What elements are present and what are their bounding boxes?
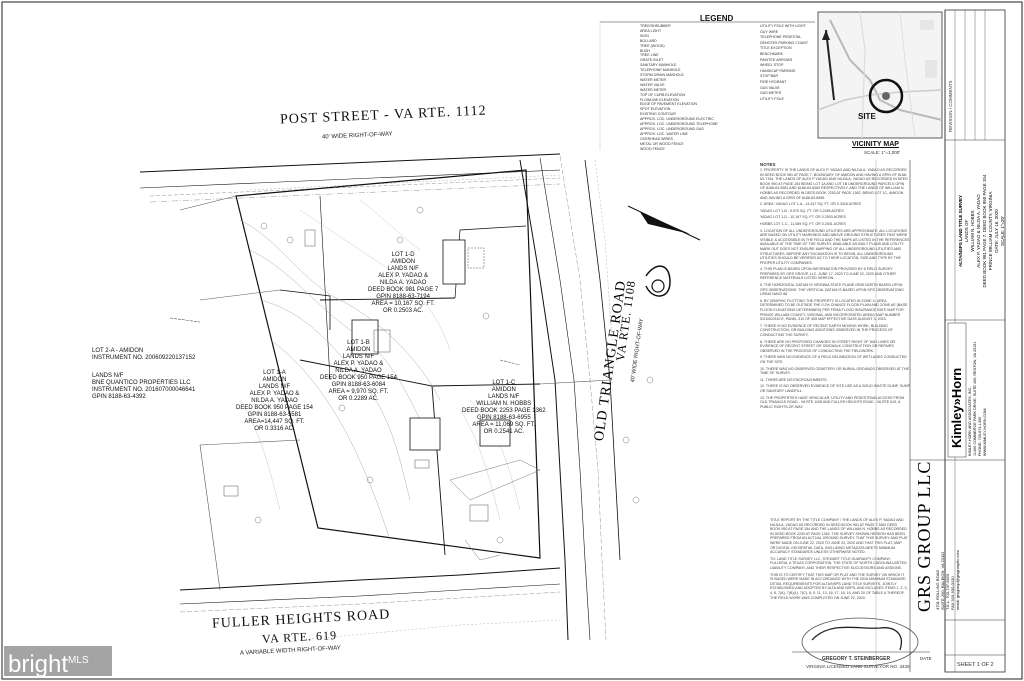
certification-paragraph: TITLE REPORT BY THE TITLE COMPANY / THE … [770,518,908,555]
note-item: 9. THERE WAS NO EVIDENCE OF A FIELD DELI… [760,355,907,364]
note-item: YADAO LOT 1-B - 9,970 SQ. FT. OR 0.2289 … [760,208,844,213]
legend-item: OVERHEAD WIRES [640,136,673,141]
note-item: 8. THERE ARE NO PROPOSED CHANGES IN STRE… [760,339,896,353]
legend-item: TITLE EXCEPTION [760,46,792,51]
legend-item: APPROX. LOC. UNDERGROUND GAS [640,126,704,131]
kimley-address-line: WWW.KIMLEY-HORN.COM [983,408,987,456]
legend-item: WHEEL STOP [760,63,784,68]
legend-item: TREE/SHRUBBER [640,24,671,28]
bright-mls-watermark: brightMLS [4,646,112,678]
surveyor-license: VIRGINIA LICENSED LAND SURVEYOR NO. 3430 [806,664,910,669]
sheet-number: SHEET 1 OF 2 [957,662,994,668]
watermark-brand: bright [8,651,69,678]
legend-item: STOP BAR [760,74,779,79]
kimley-horn-logo: Kimley»Horn [949,367,964,448]
watermark-suffix: MLS [68,655,89,666]
note-item: HOBBS LOT 1-C - 11,069 SQ. FT. OR 0.2541… [760,221,846,226]
legend-item: METAL OR WOOD FENCE [640,141,684,146]
note-item: 11. THERE ARE NO ENCROACHMENTS. [760,377,828,382]
legend-item: APPROX. LOC. WATER LINE [640,131,688,136]
note-item: 5. THE HORIZONTAL DATUM IS VIRGINIA STAT… [760,283,904,297]
legend-item: SANITARY MANHOLE [640,63,677,68]
legend-item: TOP OF CURB ELEVATION [640,92,686,97]
note-item: YADAO LOT 1-D - 10,167 SQ. FT. OR 0.2503… [760,215,846,220]
note-item: 1. PROPERTY IS THE LANDS OF ALEX P. YADA… [760,168,908,200]
legend-item: TREE (WOOD) [640,43,665,48]
legend-item: GUY WIRE [760,29,779,34]
certification-paragraph: TO: LAND TITLE SURVEY LLC, STEWART TITLE… [770,556,907,570]
legend-item: TELEPHONE MANHOLE [640,68,681,73]
legend-item: GAS METER [760,91,782,96]
legend-item: STORM DRAIN MANHOLE [640,73,684,77]
legend-item: WOOD FENCE [640,146,665,151]
legend-item: WATER METER [640,77,667,82]
legend-item: EXISTING CONTOUR [640,112,676,117]
legend-item: APPROX. LOC. UNDERGROUND ELECTRIC [640,117,714,122]
legend-item: AREA LIGHT [640,28,662,33]
legend-item: UTILITY POLE [760,96,784,101]
vicinity-site-label: SITE [858,112,876,121]
legend-item: BOLLARD [640,38,657,43]
note-item: 2. AREA: YADAO LOT 1-A - 14,447 SQ. FT. … [760,202,862,207]
legend-item: GRATE INLET [640,58,664,63]
note-item: 3. LOCATION OF ALL UNDERGROUND UTILITIES… [760,228,910,265]
legend-item: TELEPHONE PEDESTAL [760,35,802,40]
notes-heading: NOTES [760,162,776,167]
kimley-address: KIMLEY-HORN AND ASSOCIATES, INC.11400 CO… [968,341,988,456]
vicinity-map-scale: SCALE: 1"=1,000' [864,150,901,155]
title-block: ALTA/NSPS LAND TITLE SURVEY LANDS OF WIL… [958,146,1006,316]
legend-item: PAINTED ARROWS [760,57,793,62]
legend-item: TREE LINE [640,53,659,58]
certification-block: TITLE REPORT BY THE TITLE COMPANY / THE … [770,518,908,612]
certification-paragraph: THIS IS TO CERTIFY THAT THIS MAP OR PLAT… [770,572,908,600]
note-item: 12. THERE IS NO OBSERVED EVIDENCE OF SIT… [760,384,910,393]
seal-date-label: DATE [920,656,932,661]
revisions-heading: REVISION / COMMENTS [948,80,953,132]
note-item: 10. THERE WAS NO OBSERVED CEMETERY OR BU… [760,366,909,376]
legend-item: BUSH [640,48,650,53]
legend-item: SPOT ELEVATION [640,107,671,112]
legend-item: DENOTES PARKING COUNT [760,40,809,45]
legend-item: EDGE OF PAVEMENT ELEVATION [640,102,697,107]
firm-address-line: email: grsgroup@grsgroupllc.com [955,550,960,610]
note-item: 6. BY GRAPHIC PLOTTING THE PROPERTY IS L… [760,298,908,322]
legend-item: WATER METER [640,87,667,92]
legend-item: GAS VALVE [760,85,780,90]
vicinity-map-title: VICINITY MAP [852,141,899,148]
legend-item: FLOWLINE ELEVATION [640,97,680,102]
firm-name: GRS GROUP LLC [914,460,934,612]
surveyor-name: GREGORY T. STEINBERGER [822,656,891,662]
legend-item: HANDICAP PARKING [760,68,796,73]
notes-list: 1. PROPERTY IS THE LANDS OF ALEX P. YADA… [760,168,910,508]
legend-title: LEGEND [700,14,734,23]
legend-item: FIRE HYDRANT [760,80,787,84]
legend-item: UTILITY POLE WITH LIGHT [760,24,806,28]
note-item: 4. THIS PLAN IS BASED UPON INFORMATION P… [760,267,896,281]
survey-scale: SCALE: 1"=20' [1000,216,1005,246]
note-item: 7. THERE IS NO EVIDENCE OF RECENT EARTH … [760,323,893,337]
legend-item: SIGN [640,33,649,38]
legend-item: APPROX. LOC. UNDERGROUND TELEPHONE [640,122,718,126]
legend-item: BENCHMARK [760,52,783,56]
legend-item: WATER VALVE [640,82,665,87]
note-item: 13. THE PROPERTIES HAVE VEHICULAR, UTILI… [760,395,905,409]
